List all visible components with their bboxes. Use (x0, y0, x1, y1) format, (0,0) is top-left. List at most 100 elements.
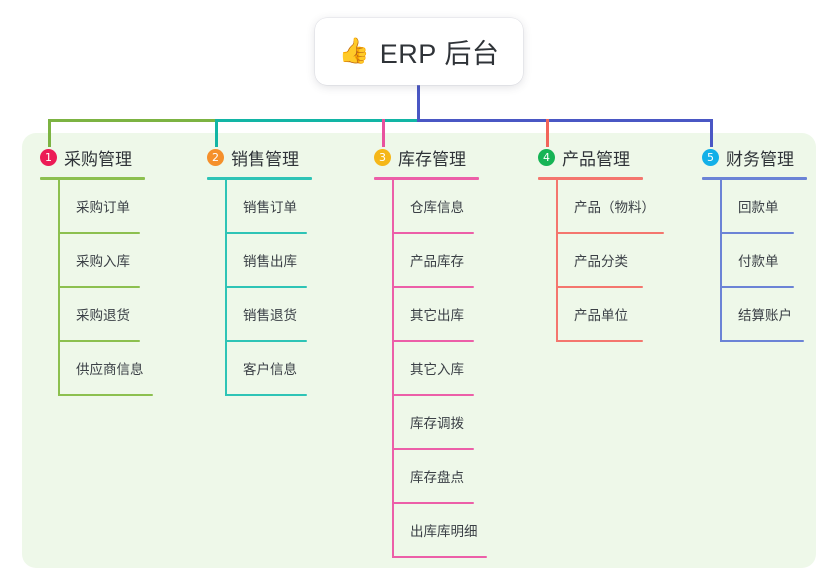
drop-connector-2 (215, 119, 218, 147)
column-header-rule-1 (40, 177, 145, 180)
item-label: 产品分类 (574, 254, 628, 269)
item-rule (392, 232, 474, 234)
item-label: 产品（物料） (574, 200, 655, 215)
column-title-2: 销售管理 (231, 149, 299, 169)
item-spine (720, 288, 722, 342)
item-spine (392, 234, 394, 288)
column-header-5[interactable]: 5 财务管理 (702, 145, 794, 169)
column-title-1: 采购管理 (64, 149, 132, 169)
item-spine (58, 288, 60, 342)
item-rule (225, 340, 307, 342)
item-spine (556, 288, 558, 342)
item-spine (58, 342, 60, 396)
item-rule (392, 394, 474, 396)
item-spine (392, 180, 394, 234)
item-rule (720, 286, 794, 288)
column-header-1[interactable]: 1 采购管理 (40, 145, 132, 169)
column-badge-2: 2 (207, 148, 224, 166)
item-rule (720, 232, 794, 234)
item-label: 销售退货 (243, 308, 297, 323)
item-spine (392, 342, 394, 396)
column-5: 5 财务管理回款单付款单结算账户 (702, 145, 807, 342)
item-spine (58, 180, 60, 234)
item-spine (720, 234, 722, 288)
item-label: 客户信息 (243, 362, 297, 377)
item-rule (225, 394, 307, 396)
item-spine (225, 234, 227, 288)
column-title-3: 库存管理 (398, 149, 466, 169)
column-1: 1 采购管理采购订单采购入库采购退货供应商信息 (40, 145, 153, 396)
content-panel (22, 133, 816, 568)
item-spine (58, 234, 60, 288)
bus-segment-1 (48, 119, 215, 122)
column-header-rule-4 (538, 177, 643, 180)
item-spine (392, 450, 394, 504)
item-label: 采购退货 (76, 308, 130, 323)
thumbs-up-icon: 👍 (338, 37, 370, 65)
item-rule (392, 556, 487, 558)
item-label: 销售订单 (243, 200, 297, 215)
item-label: 库存盘点 (410, 470, 464, 485)
item-rule (392, 502, 474, 504)
item-rule (225, 232, 307, 234)
item-rule (58, 340, 140, 342)
item-rule (556, 286, 643, 288)
item-label: 销售出库 (243, 254, 297, 269)
item-label: 库存调拨 (410, 416, 464, 431)
drop-connector-1 (48, 119, 51, 147)
item-rule (556, 232, 664, 234)
drop-connector-3 (382, 119, 385, 147)
item-rule (58, 286, 140, 288)
root-node-card[interactable]: 👍 ERP 后台 (315, 18, 523, 85)
item-label: 供应商信息 (76, 362, 144, 377)
column-title-4: 产品管理 (562, 149, 630, 169)
item-label: 其它出库 (410, 308, 464, 323)
item-spine (556, 180, 558, 234)
root-stem (417, 85, 420, 122)
bus-segment-3 (417, 119, 713, 122)
item-label: 回款单 (738, 200, 779, 215)
item-spine (225, 288, 227, 342)
column-2: 2 销售管理销售订单销售出库销售退货客户信息 (207, 145, 312, 396)
column-header-3[interactable]: 3 库存管理 (374, 145, 466, 169)
column-badge-1: 1 (40, 148, 57, 166)
drop-connector-5 (710, 119, 713, 147)
item-rule (225, 286, 307, 288)
item-rule (392, 286, 474, 288)
item-label: 采购订单 (76, 200, 130, 215)
item-label: 付款单 (738, 254, 779, 269)
item-spine (392, 396, 394, 450)
column-header-rule-2 (207, 177, 312, 180)
column-header-rule-3 (374, 177, 479, 180)
item-rule (720, 340, 804, 342)
item-label: 采购入库 (76, 254, 130, 269)
column-header-2[interactable]: 2 销售管理 (207, 145, 299, 169)
column-badge-3: 3 (374, 148, 391, 166)
item-spine (225, 342, 227, 396)
item-label: 结算账户 (738, 308, 792, 323)
item-rule (392, 448, 474, 450)
item-spine (392, 504, 394, 558)
item-label: 其它入库 (410, 362, 464, 377)
item-rule (392, 340, 474, 342)
item-rule (58, 232, 140, 234)
root-title: ERP 后台 (379, 39, 500, 69)
column-title-5: 财务管理 (726, 149, 794, 169)
drop-connector-4 (546, 119, 549, 147)
item-label: 产品单位 (574, 308, 628, 323)
column-badge-5: 5 (702, 148, 719, 166)
item-spine (225, 180, 227, 234)
item-spine (392, 288, 394, 342)
item-label: 产品库存 (410, 254, 464, 269)
item-spine (556, 234, 558, 288)
item-rule (58, 394, 153, 396)
bus-segment-2 (215, 119, 417, 122)
item-spine (720, 180, 722, 234)
item-rule (556, 340, 643, 342)
column-header-rule-5 (702, 177, 807, 180)
item-label: 出库库明细 (410, 524, 478, 539)
